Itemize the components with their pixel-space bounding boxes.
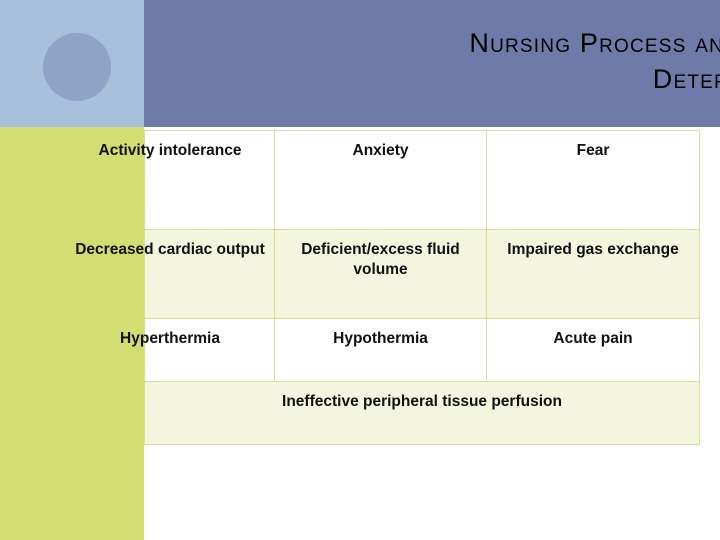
table-cell: Acute pain — [486, 318, 700, 382]
cell-label: Acute pain — [553, 330, 633, 347]
table-cell: Hypothermia — [274, 318, 487, 382]
cell-label: Hypothermia — [333, 330, 428, 347]
table-cell: Decreased cardiac output — [75, 229, 275, 319]
table-cell: Impaired gas exchange — [486, 229, 700, 319]
cell-label: Deficient/excess fluid volume — [301, 241, 460, 278]
table-cell: Deficient/excess fluid volume — [274, 229, 487, 319]
table-row: Activity intolerance Anxiety Fear — [99, 130, 700, 230]
table-cell: Hyperthermia — [120, 318, 275, 382]
table-cell: Fear — [486, 130, 700, 230]
cell-label: Hyperthermia — [120, 330, 220, 347]
cell-label: Ineffective peripheral tissue perfusion — [282, 393, 562, 410]
circle-decoration-icon — [43, 33, 111, 101]
cell-label: Impaired gas exchange — [507, 241, 679, 258]
cell-label: Anxiety — [352, 142, 409, 159]
header-accent-square — [0, 0, 144, 127]
page-title-text: Nursing Process and Pulse Determination — [469, 28, 720, 94]
left-accent-band — [0, 127, 144, 540]
table-cell: Anxiety — [274, 130, 487, 230]
page-title: Nursing Process and Pulse Determination — [314, 26, 720, 97]
cell-label: Decreased cardiac output — [75, 241, 265, 258]
table-row-merged: Ineffective peripheral tissue perfusion — [144, 381, 700, 445]
table-cell: Activity intolerance — [99, 130, 275, 230]
table-cell-merged: Ineffective peripheral tissue perfusion — [144, 381, 700, 445]
table-row: Decreased cardiac output Deficient/exces… — [75, 229, 700, 319]
title-banner: Nursing Process and Pulse Determination — [144, 0, 720, 127]
table-row: Hyperthermia Hypothermia Acute pain — [120, 318, 700, 382]
nursing-diagnoses-table: Activity intolerance Anxiety Fear Decrea… — [75, 130, 700, 445]
cell-label: Fear — [576, 142, 610, 159]
cell-label: Activity intolerance — [98, 142, 242, 159]
